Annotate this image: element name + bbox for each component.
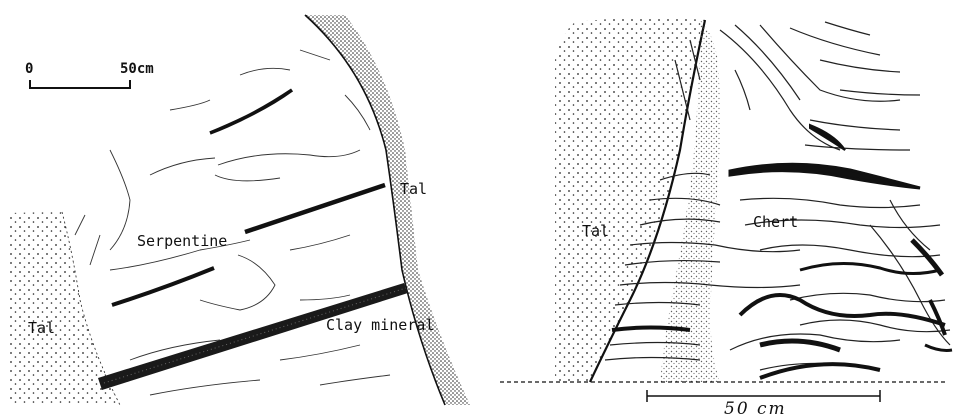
left-sketch: 0 50cm Tal Tal Serpentine Clay mineral	[8, 15, 470, 405]
vein-middle	[245, 185, 385, 232]
scale-start-label: 0	[25, 61, 33, 77]
right-scale-bar: 50 cm	[647, 390, 880, 418]
tal-left-area	[8, 212, 120, 405]
tal-label-right-figure: Tal	[582, 222, 609, 240]
serpentine-label: Serpentine	[137, 232, 227, 250]
left-scale-bar: 0 50cm	[25, 61, 154, 88]
tal-right-band	[305, 15, 470, 405]
tal-right-label: Tal	[400, 180, 427, 198]
vein-lower	[112, 268, 214, 305]
right-sketch: 50 cm Tal Chert	[500, 18, 952, 418]
vein-top	[210, 90, 292, 133]
chert-label: Chert	[753, 213, 798, 231]
scale-end-label: 50cm	[120, 61, 154, 77]
tal-left-label: Tal	[28, 319, 55, 337]
scale-label-right: 50 cm	[724, 399, 787, 418]
clay-mineral-label: Clay mineral	[326, 316, 434, 334]
